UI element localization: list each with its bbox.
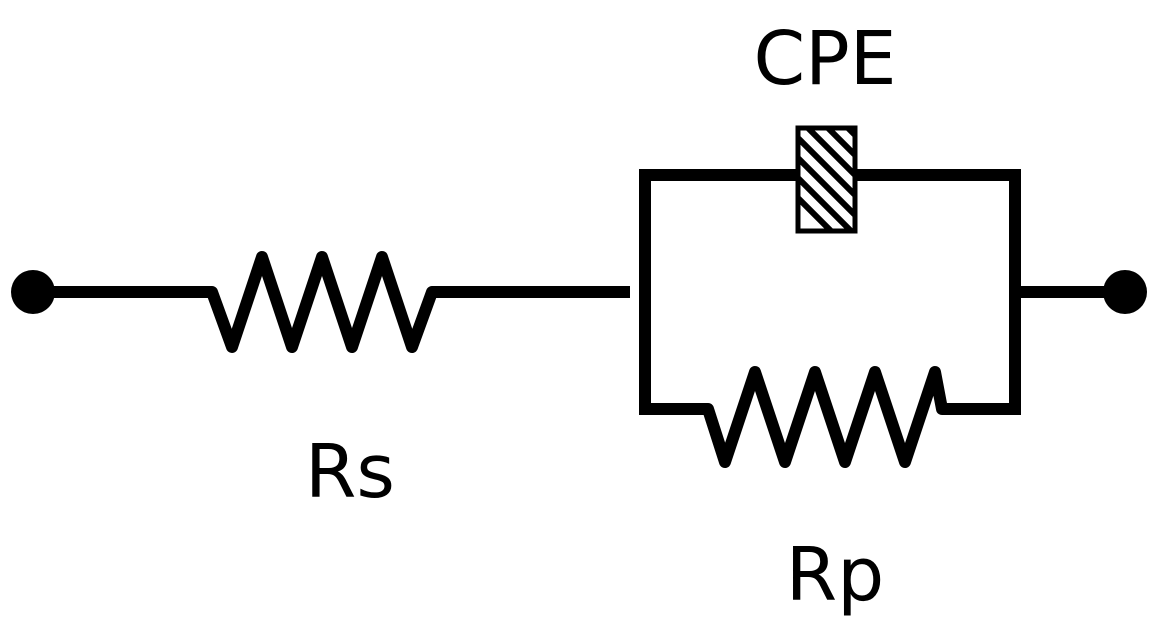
resistor-rs: [206, 251, 438, 353]
cpe-hatch: [800, 130, 853, 229]
label-rp: Rp: [786, 532, 884, 618]
label-rs: Rs: [305, 429, 395, 515]
label-cpe: CPE: [753, 16, 896, 102]
resistor-rp: [702, 366, 948, 468]
right-terminal: [1103, 270, 1147, 314]
cpe-element: [795, 125, 858, 234]
